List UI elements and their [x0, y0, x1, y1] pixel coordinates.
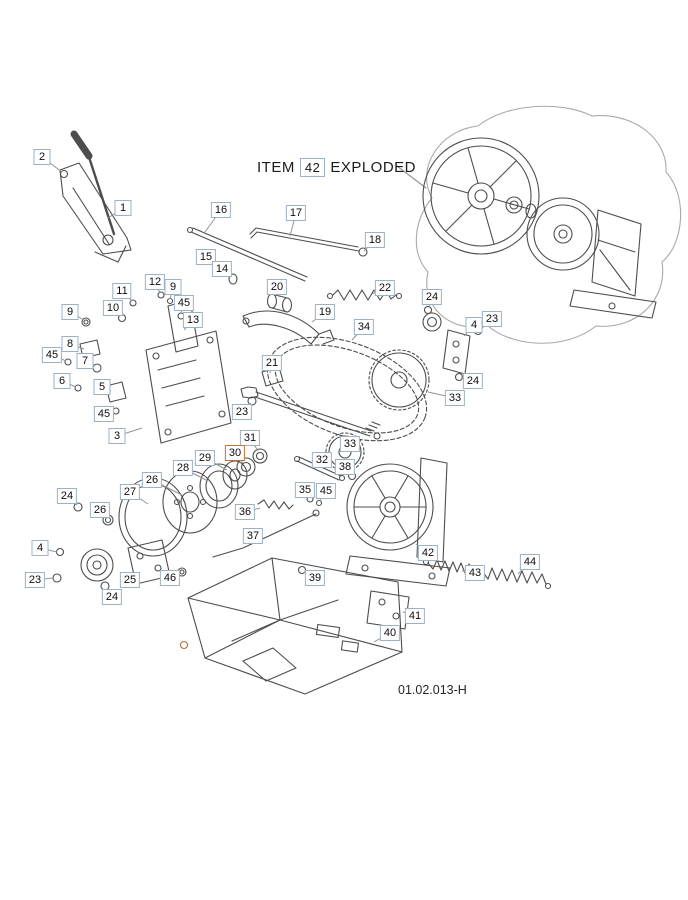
- callout-37[interactable]: 37: [242, 528, 264, 544]
- callout-28[interactable]: 28: [172, 460, 194, 476]
- callout-9[interactable]: 9: [164, 279, 182, 295]
- hex-shaft-drawing: [240, 386, 381, 440]
- detail-title: ITEM 42 EXPLODED: [257, 158, 416, 177]
- callout-26[interactable]: 26: [89, 502, 111, 518]
- callout-22[interactable]: 22: [374, 280, 396, 296]
- callout-46[interactable]: 46: [159, 570, 181, 586]
- detail-title-prefix: ITEM: [257, 159, 295, 176]
- callout-30[interactable]: 30: [224, 445, 246, 461]
- callout-4[interactable]: 4: [31, 540, 49, 556]
- callout-14[interactable]: 14: [211, 261, 233, 277]
- handle-assembly-drawing: [59, 130, 132, 263]
- callout-42[interactable]: 42: [417, 545, 439, 561]
- callout-45[interactable]: 45: [93, 406, 115, 422]
- detail-title-suffix: EXPLODED: [330, 159, 417, 176]
- callout-23[interactable]: 23: [24, 572, 46, 588]
- callout-40[interactable]: 40: [379, 625, 401, 641]
- callout-45[interactable]: 45: [173, 295, 195, 311]
- callout-11[interactable]: 11: [112, 283, 132, 299]
- callout-21[interactable]: 21: [261, 355, 283, 371]
- callout-38[interactable]: 38: [334, 459, 356, 475]
- callout-39[interactable]: 39: [304, 570, 326, 586]
- callout-9[interactable]: 9: [61, 304, 79, 320]
- callout-1[interactable]: 1: [114, 200, 132, 216]
- pulley-42-drawing: [345, 457, 451, 587]
- callout-35[interactable]: 35: [294, 482, 316, 498]
- detail-title-item-number[interactable]: 42: [299, 158, 326, 177]
- sprocket-drawing: [325, 349, 430, 472]
- pulley-exploded-drawing: [422, 137, 657, 319]
- callout-13[interactable]: 13: [182, 312, 204, 328]
- callout-33[interactable]: 33: [444, 390, 466, 406]
- callout-32[interactable]: 32: [311, 452, 333, 468]
- callout-27[interactable]: 27: [119, 484, 141, 500]
- callout-24[interactable]: 24: [56, 488, 78, 504]
- shaft-32-drawing: [212, 455, 357, 575]
- callout-19[interactable]: 19: [314, 304, 336, 320]
- callout-10[interactable]: 10: [102, 300, 124, 316]
- callout-34[interactable]: 34: [353, 319, 375, 335]
- callout-44[interactable]: 44: [519, 554, 541, 570]
- callout-12[interactable]: 12: [144, 274, 166, 290]
- callout-24[interactable]: 24: [421, 289, 443, 305]
- callout-2[interactable]: 2: [33, 149, 51, 165]
- callout-6[interactable]: 6: [53, 373, 71, 389]
- callout-24[interactable]: 24: [462, 373, 484, 389]
- base-pan-drawing: [179, 557, 403, 695]
- bracket-41-drawing: [366, 590, 410, 630]
- callout-41[interactable]: 41: [404, 608, 426, 624]
- callout-33[interactable]: 33: [339, 436, 361, 452]
- callout-7[interactable]: 7: [76, 353, 94, 369]
- shift-yoke-drawing: [242, 310, 335, 345]
- callout-43[interactable]: 43: [464, 565, 486, 581]
- spacer-drawing: [266, 293, 293, 313]
- callout-36[interactable]: 36: [234, 504, 256, 520]
- detail-bubble: [396, 105, 682, 344]
- callout-16[interactable]: 16: [210, 202, 232, 218]
- callout-23[interactable]: 23: [481, 311, 503, 327]
- callout-20[interactable]: 20: [266, 279, 288, 295]
- callout-23[interactable]: 23: [231, 404, 253, 420]
- callout-4[interactable]: 4: [465, 317, 483, 333]
- callout-5[interactable]: 5: [93, 379, 111, 395]
- callout-18[interactable]: 18: [364, 232, 386, 248]
- callout-25[interactable]: 25: [119, 572, 141, 588]
- callout-8[interactable]: 8: [61, 336, 79, 352]
- callout-26[interactable]: 26: [141, 472, 163, 488]
- drawing-number: 01.02.013-H: [398, 683, 467, 697]
- callout-29[interactable]: 29: [194, 450, 216, 466]
- callout-45[interactable]: 45: [315, 483, 337, 499]
- callout-24[interactable]: 24: [101, 589, 123, 605]
- callout-3[interactable]: 3: [108, 428, 126, 444]
- callout-45[interactable]: 45: [41, 347, 63, 363]
- callout-31[interactable]: 31: [239, 430, 261, 446]
- callout-17[interactable]: 17: [285, 205, 307, 221]
